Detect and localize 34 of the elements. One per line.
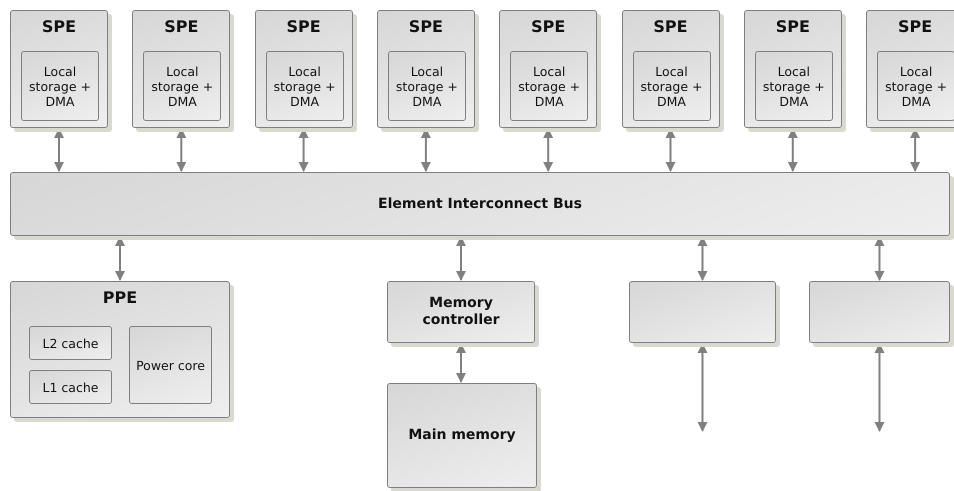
component-box xyxy=(29,326,112,360)
box-label: SPE xyxy=(42,17,76,36)
box-label: Local storage + DMA xyxy=(272,64,337,108)
component-box xyxy=(129,326,212,404)
box-label: SPE xyxy=(408,17,443,36)
box-label: Element Interconnect Bus xyxy=(378,196,582,212)
component-box xyxy=(388,51,466,121)
box-label: Main memory xyxy=(408,427,516,444)
box-label: Local storage + DMA xyxy=(884,64,948,108)
box-label: SPE xyxy=(164,17,198,36)
box-label: Local storage + DMA xyxy=(394,64,459,108)
component-box xyxy=(266,51,344,121)
box-label: SPE xyxy=(898,17,932,36)
component-box xyxy=(510,51,588,121)
component-box xyxy=(877,51,954,121)
box-label: Memory controller xyxy=(421,295,501,329)
box-label: SPE xyxy=(531,17,566,36)
box-label: SPE xyxy=(776,17,810,36)
component-box xyxy=(143,51,222,121)
component-box xyxy=(632,51,710,121)
component-box xyxy=(21,51,99,121)
box-label: L2 cache xyxy=(42,336,98,350)
box-label: SPE xyxy=(286,17,321,36)
box-label: Local storage + DMA xyxy=(640,64,704,108)
box-label: Local storage + DMA xyxy=(28,64,92,108)
box-label: Power core xyxy=(136,358,205,372)
component-box xyxy=(754,51,833,121)
box-label: PPE xyxy=(102,288,138,308)
box-label: Local storage + DMA xyxy=(150,64,214,108)
component-box xyxy=(29,370,112,404)
box-label: Local storage + DMA xyxy=(517,64,582,108)
box-label: Local storage + DMA xyxy=(762,64,826,108)
box-label: SPE xyxy=(653,17,688,36)
box-label: L1 cache xyxy=(42,380,98,394)
